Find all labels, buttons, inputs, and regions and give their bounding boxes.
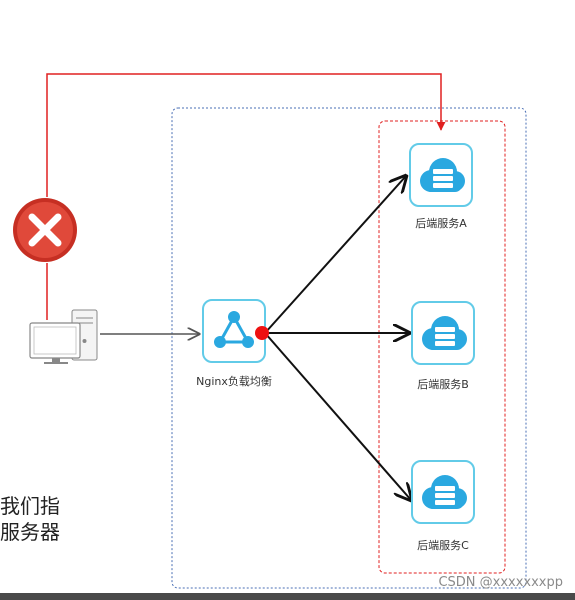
direct-access-path: [46, 73, 446, 320]
server-b-node: [411, 301, 475, 365]
server-b-label: 后端服务B: [417, 378, 469, 391]
server-a-node: [409, 143, 473, 207]
cloud-server-icon: [422, 475, 467, 509]
nginx-node: [202, 299, 266, 363]
nginx-cluster-box: [171, 107, 527, 589]
bottom-bar: [0, 593, 575, 600]
blocked-badge: [11, 197, 80, 263]
side-text: 我们指 服务器: [0, 493, 60, 545]
cloud-server-icon: [420, 158, 465, 192]
watermark: CSDN @xxxxxxxpp: [438, 575, 563, 590]
distribution-point: [255, 326, 269, 340]
nginx-to-server-a-arrow: [264, 176, 406, 334]
close-icon: [28, 213, 62, 247]
nginx-to-server-c-arrow: [264, 332, 411, 500]
side-text-line-2: 服务器: [0, 520, 60, 544]
backend-group-box: [378, 120, 506, 574]
server-c-label: 后端服务C: [417, 539, 469, 552]
network-hub-icon: [214, 311, 254, 348]
cloud-server-icon: [422, 316, 467, 350]
side-text-line-1: 我们指: [0, 494, 60, 518]
nginx-label: Nginx负载均衡: [196, 375, 272, 388]
client-computer-icon: [29, 309, 98, 364]
server-c-node: [411, 460, 475, 524]
server-a-label: 后端服务A: [415, 217, 467, 230]
